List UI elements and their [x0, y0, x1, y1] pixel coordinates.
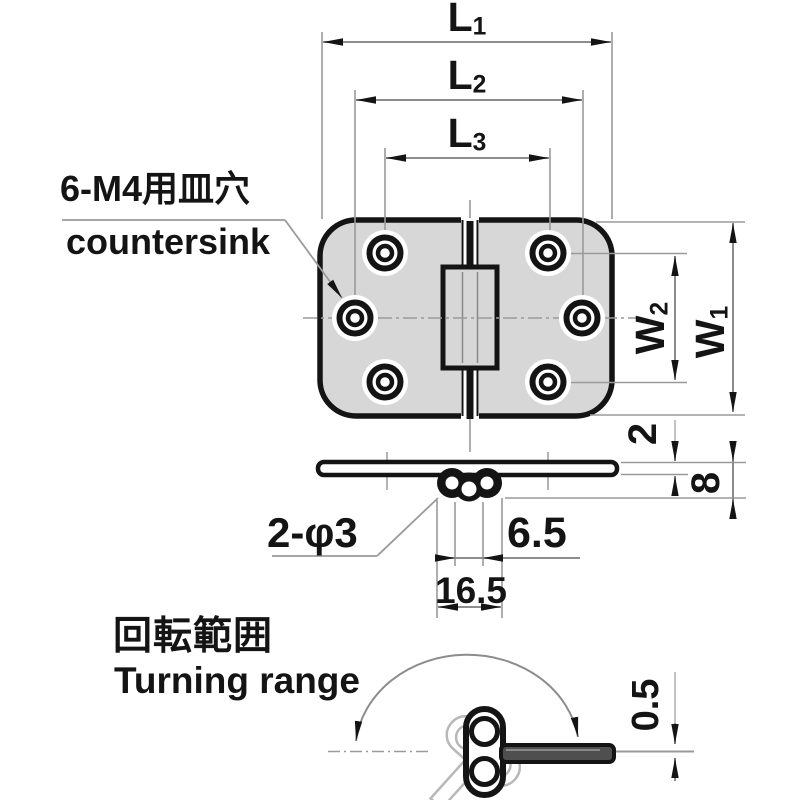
- dim-label-pin-spacing: 6.5: [507, 509, 567, 557]
- hole: [559, 295, 605, 341]
- dim-label-w1: W1: [686, 305, 734, 359]
- dim-label-l3: L3: [447, 110, 487, 157]
- hole-note-jp: 6-M4用皿穴: [60, 168, 251, 209]
- side-view: [272, 420, 746, 618]
- rolled-knuckle: [437, 468, 502, 502]
- dim-label-knuckle-height: 8: [684, 471, 728, 495]
- hole: [332, 295, 378, 341]
- knuckle-cross-section: [463, 706, 506, 798]
- dim-label-l1: L1: [447, 0, 487, 41]
- hole: [362, 359, 408, 405]
- turning-range-label-jp: 回転範囲: [113, 615, 274, 658]
- extension-lines: [303, 32, 745, 452]
- countersink-holes: [332, 230, 605, 405]
- hole: [525, 359, 571, 405]
- hole: [362, 230, 408, 276]
- turning-range-label-en: Turning range: [114, 660, 360, 701]
- pin-hole-leader: [272, 497, 439, 557]
- dim-label-knuckle-width: 16.5: [435, 570, 508, 611]
- pin-note: 2-φ3: [267, 509, 358, 556]
- hole-note-en: countersink: [66, 221, 271, 262]
- leaf-cross-section: [499, 743, 616, 764]
- turning-arc: [354, 653, 579, 742]
- turning-range-view: [328, 653, 694, 800]
- top-view: [62, 32, 745, 452]
- dim-label-w2: W2: [626, 301, 674, 355]
- countersink-leader: [62, 219, 343, 299]
- dim-label-center-offset: 0.5: [625, 678, 668, 732]
- dim-label-l2: L2: [447, 52, 487, 99]
- dimension-lines-side: [435, 441, 737, 611]
- dim-label-leaf-thickness: 2: [621, 422, 665, 446]
- dimension-lines-top: [323, 38, 737, 412]
- hole: [525, 230, 571, 276]
